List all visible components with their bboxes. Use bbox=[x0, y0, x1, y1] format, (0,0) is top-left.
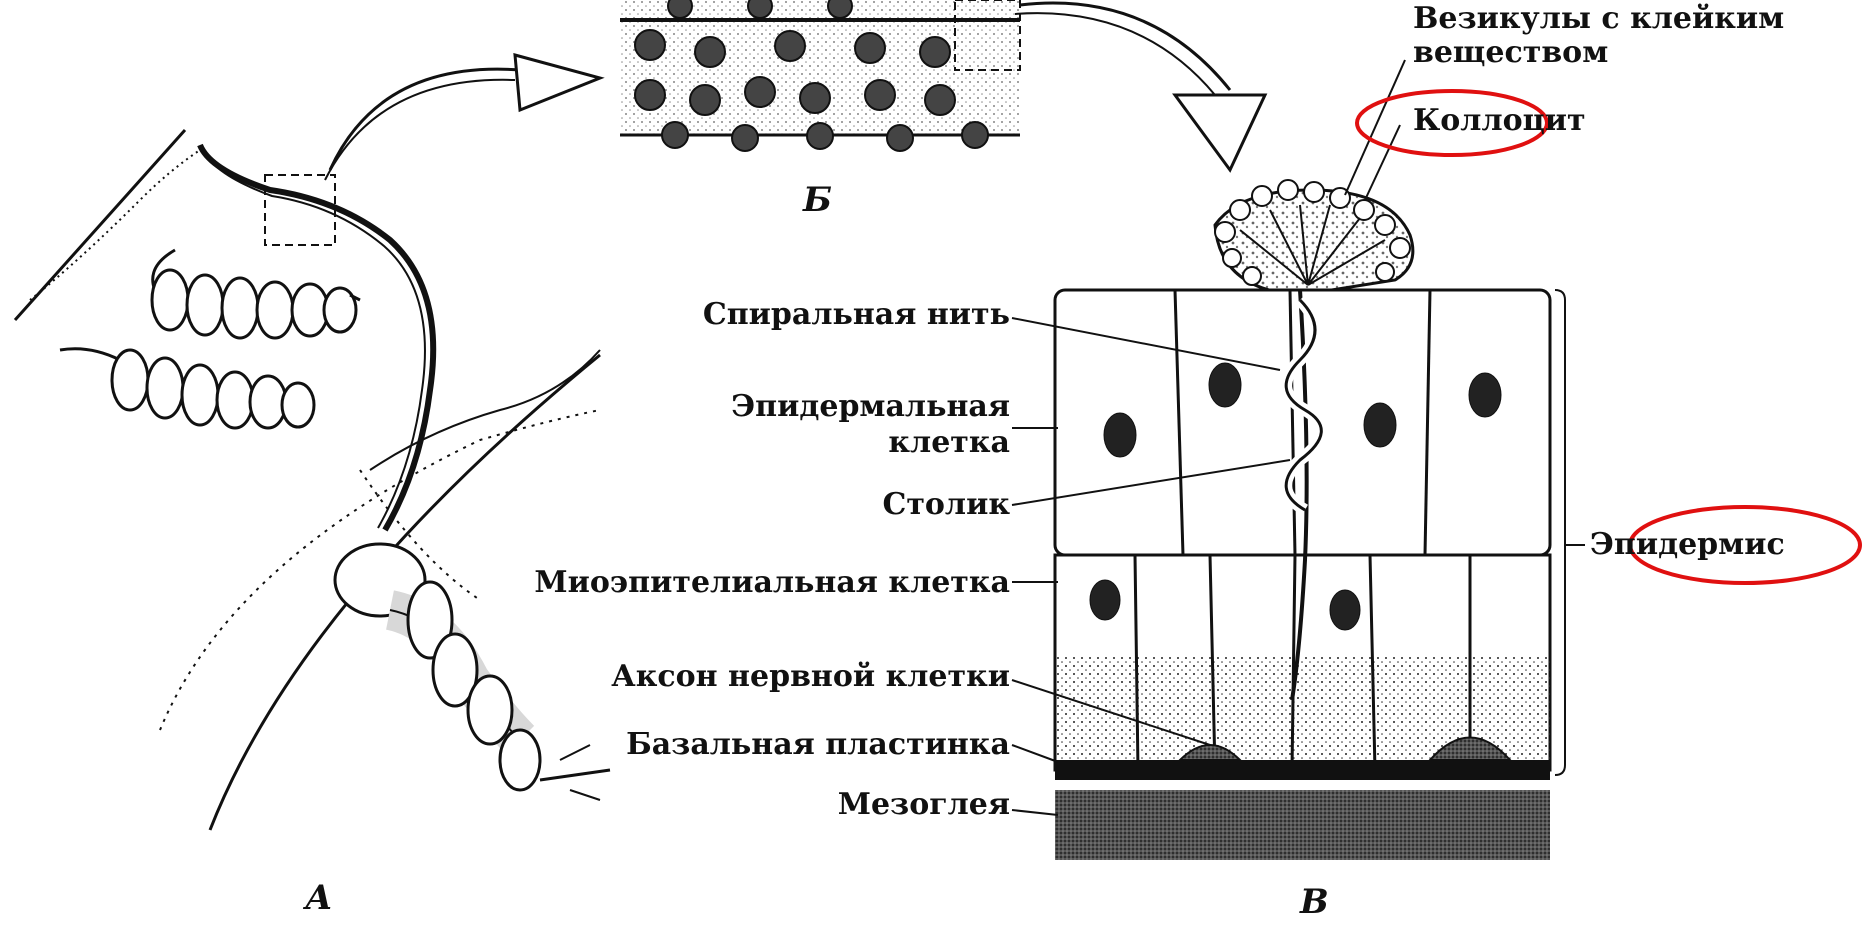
label-spiral-thread: Спиральная нить bbox=[703, 298, 1010, 332]
panel-label-c: В bbox=[1300, 882, 1329, 922]
label-basal-lamina: Базальная пластинка bbox=[626, 728, 1010, 762]
label-mesoglea: Мезоглея bbox=[838, 788, 1010, 822]
panel-label-b: Б bbox=[803, 180, 832, 220]
arrow-b-to-c-head bbox=[1175, 95, 1265, 170]
upper-coil bbox=[152, 250, 360, 338]
collocyte-head bbox=[1215, 180, 1413, 295]
leader-mesoglea bbox=[1012, 810, 1058, 815]
panel-c-illustration bbox=[1012, 60, 1585, 860]
hair-line bbox=[370, 350, 600, 470]
mesoglea-layer bbox=[1055, 790, 1550, 860]
panel-a-illustration bbox=[15, 55, 610, 830]
label-vesicles-line1: Везикулы с клейким bbox=[1413, 2, 1784, 36]
arrow-a-to-b-head bbox=[515, 55, 600, 110]
leader-vesicles bbox=[1345, 60, 1405, 195]
main-filament-inner bbox=[205, 152, 425, 528]
arrow-a-to-b bbox=[330, 69, 520, 170]
epidermis-brace bbox=[1555, 290, 1565, 775]
label-stalk: Столик bbox=[882, 488, 1010, 522]
lower-coil bbox=[60, 349, 314, 428]
label-epidermis: Эпидермис bbox=[1590, 528, 1785, 562]
label-nerve-axon: Аксон нервной клетки bbox=[611, 660, 1010, 694]
leader-basal-lamina bbox=[1012, 745, 1058, 762]
label-epidermal-cell-line1: Эпидермальная bbox=[731, 390, 1010, 424]
panel-label-a: А bbox=[305, 878, 333, 918]
label-collocyte: Коллоцит bbox=[1413, 104, 1586, 138]
panel-b-illustration bbox=[620, 0, 1265, 170]
label-epidermal-cell-line2: клетка bbox=[888, 426, 1010, 460]
label-myoepithelial-cell: Миоэпителиальная клетка bbox=[534, 566, 1010, 600]
label-vesicles-line2: веществом bbox=[1413, 36, 1608, 70]
